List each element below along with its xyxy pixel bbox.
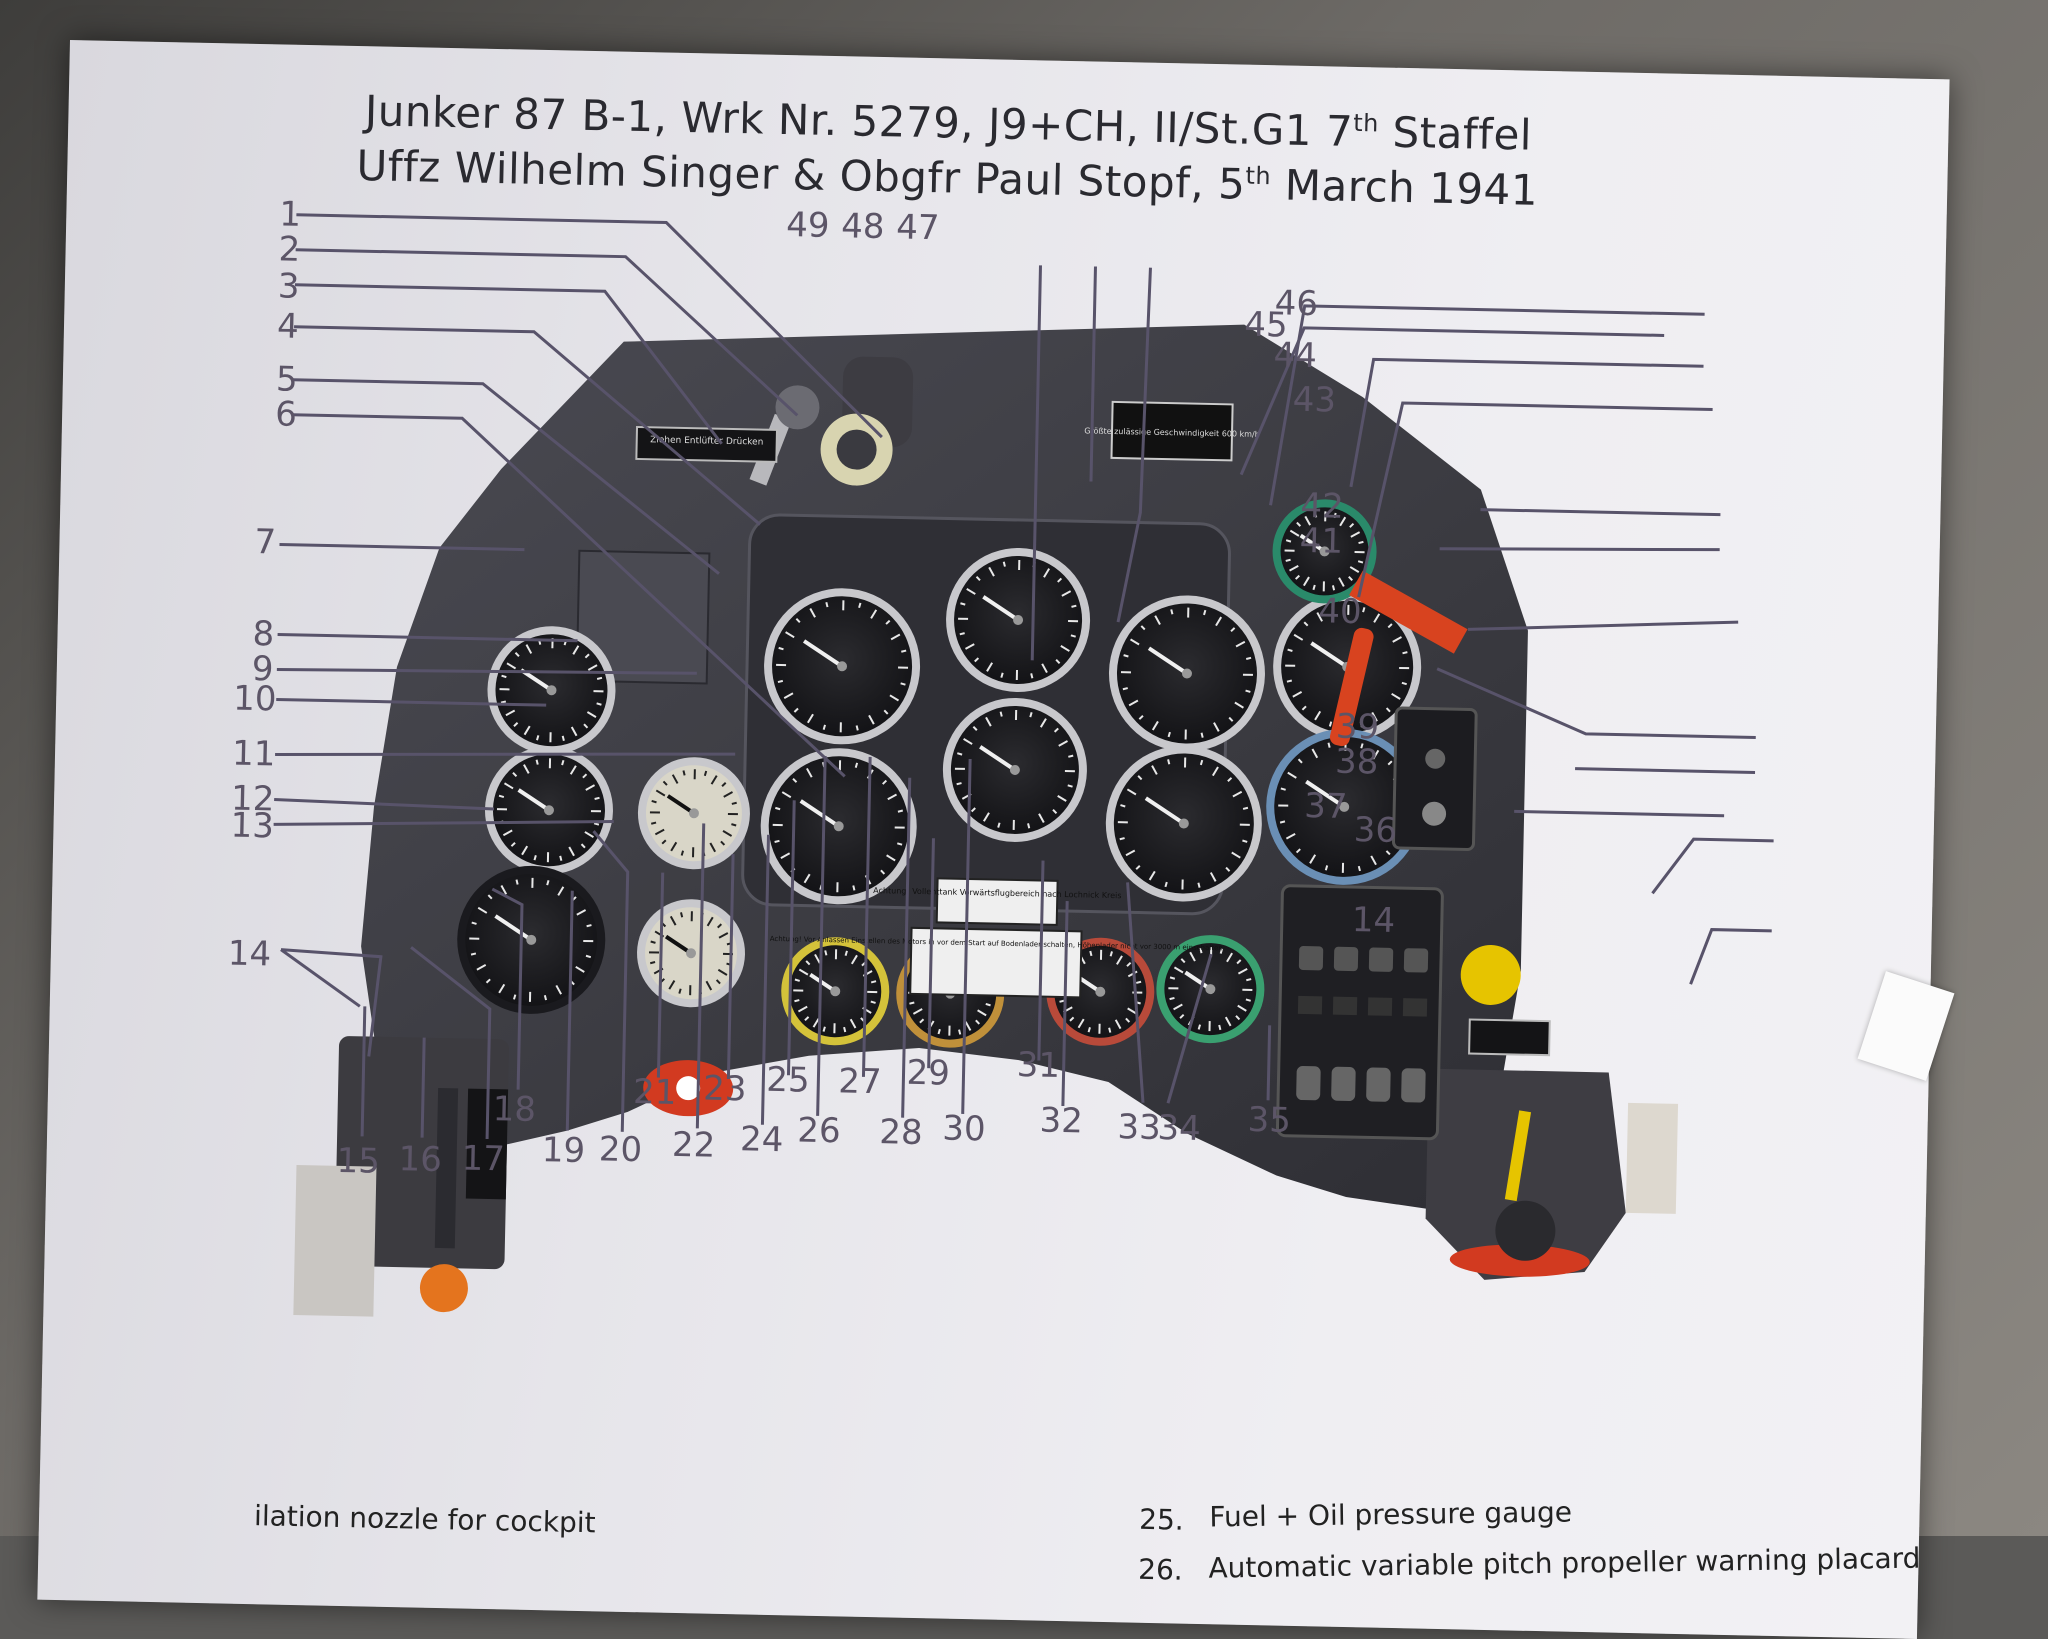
leader-line xyxy=(422,1038,424,1138)
callout-38: 38 xyxy=(1335,742,1379,783)
callout-43: 43 xyxy=(1292,380,1336,421)
toggle-switch xyxy=(1401,1068,1426,1102)
callout-49: 49 xyxy=(786,205,830,246)
callout-48: 48 xyxy=(841,206,885,247)
instrument-panel-diagram: Ziehen Entlüfter Drücken Größte zulässig… xyxy=(37,40,1949,1639)
callout-34: 34 xyxy=(1157,1108,1201,1149)
callout-32: 32 xyxy=(1039,1101,1083,1142)
leader-line xyxy=(1691,929,1772,986)
toggle-switch xyxy=(1331,1067,1356,1101)
callout-28: 28 xyxy=(879,1112,923,1153)
callout-36: 36 xyxy=(1353,810,1397,851)
callout-40: 40 xyxy=(1318,591,1362,632)
toggle-switch xyxy=(1299,946,1323,970)
callout-14: 14 xyxy=(1351,900,1395,941)
leader-line xyxy=(1514,811,1724,815)
callout-33: 33 xyxy=(1117,1107,1161,1148)
lower-left-bracket xyxy=(293,1165,376,1317)
fuse-window xyxy=(1298,996,1322,1014)
callout-17: 17 xyxy=(461,1138,505,1179)
knob-placard xyxy=(1469,1020,1550,1056)
callout-35: 35 xyxy=(1247,1100,1291,1141)
printed-sheet: Junker 87 B-1, Wrk Nr. 5279, J9+CH, II/S… xyxy=(37,40,1949,1639)
photo-background: Junker 87 B-1, Wrk Nr. 5279, J9+CH, II/S… xyxy=(0,0,2048,1536)
callout-30: 30 xyxy=(942,1109,986,1150)
callout-47: 47 xyxy=(896,207,940,248)
lower-right-bracket xyxy=(1626,1103,1678,1214)
toggle-switch xyxy=(1369,947,1393,971)
leader-line xyxy=(1480,510,1720,515)
achtung-placard-1 xyxy=(937,878,1058,925)
callout-15: 15 xyxy=(336,1141,380,1182)
callout-18: 18 xyxy=(492,1089,536,1130)
leader-line xyxy=(280,950,361,1007)
right-switch-box xyxy=(1393,708,1476,850)
fuse-window xyxy=(1403,998,1427,1016)
callout-4: 4 xyxy=(277,306,299,346)
callout-2: 2 xyxy=(278,229,300,269)
leader-line xyxy=(1575,769,1755,773)
callout-27: 27 xyxy=(838,1061,882,1102)
callout-3: 3 xyxy=(277,266,299,306)
toggle-switch xyxy=(1296,1066,1321,1100)
legend-item-25-number: 25. xyxy=(1139,1503,1184,1537)
callout-29: 29 xyxy=(906,1053,950,1094)
callout-37: 37 xyxy=(1304,786,1348,827)
legend-item-25-text: Fuel + Oil pressure gauge xyxy=(1209,1495,1572,1533)
callout-24: 24 xyxy=(740,1119,784,1160)
callout-22: 22 xyxy=(672,1125,716,1166)
leader-line xyxy=(1268,1025,1270,1100)
legend-item-26-number: 26. xyxy=(1138,1553,1183,1587)
callout-20: 20 xyxy=(598,1129,642,1170)
callout-19: 19 xyxy=(541,1130,585,1171)
toggle-switch xyxy=(1404,948,1428,972)
toggle-switch xyxy=(1366,1067,1391,1101)
fuse-window xyxy=(1333,997,1357,1015)
callout-41: 41 xyxy=(1299,521,1343,562)
callout-21: 21 xyxy=(633,1072,677,1113)
callout-31: 31 xyxy=(1016,1045,1060,1086)
callout-13: 13 xyxy=(230,806,274,847)
callout-25: 25 xyxy=(766,1060,810,1101)
toggle-switch xyxy=(1334,947,1358,971)
callout-23: 23 xyxy=(703,1068,747,1109)
callout-44: 44 xyxy=(1273,335,1317,376)
callout-7: 7 xyxy=(254,522,276,562)
callout-16: 16 xyxy=(398,1139,442,1180)
callout-26: 26 xyxy=(797,1110,841,1151)
callout-6: 6 xyxy=(275,394,297,434)
callout-10: 10 xyxy=(233,679,277,720)
leader-line xyxy=(1652,838,1773,896)
fuse-window xyxy=(1368,997,1392,1015)
orange-lamp xyxy=(419,1264,468,1313)
callout-11: 11 xyxy=(232,734,276,775)
callout-14: 14 xyxy=(227,934,271,975)
